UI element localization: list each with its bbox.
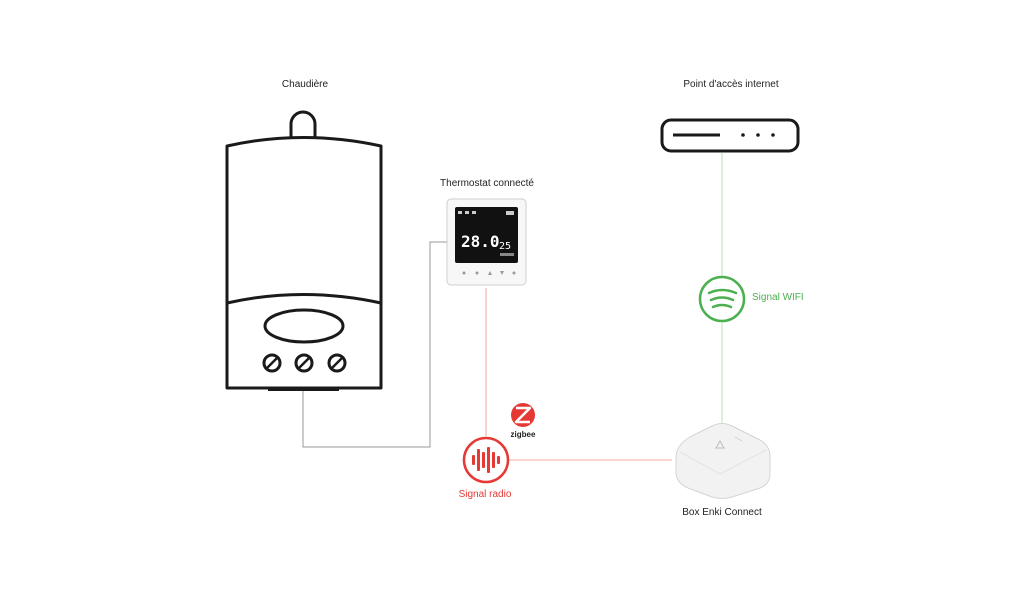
- thermostat-screen-temp: 28.0: [461, 232, 500, 251]
- zigbee-label: zigbee: [511, 430, 536, 439]
- router-icon: [660, 118, 800, 153]
- wifi-icon: [698, 275, 746, 323]
- hub-box-icon: [675, 423, 771, 499]
- radio-label: Signal radio: [458, 489, 512, 500]
- wifi-label: Signal WIFI: [752, 292, 804, 303]
- thermostat-screen-temp-secondary: 25: [499, 241, 511, 252]
- router-label: Point d'accès internet: [683, 79, 779, 90]
- box-label: Box Enki Connect: [682, 507, 762, 518]
- thermostat-label: Thermostat connecté: [440, 178, 534, 189]
- boiler-label: Chaudière: [281, 79, 329, 90]
- zigbee-logo-icon: zigbee: [511, 403, 536, 439]
- radio-signal-icon: [462, 436, 510, 484]
- boiler-icon: [225, 110, 383, 391]
- boiler-thermostat-wire: [302, 241, 447, 448]
- thermostat-icon: 28.0 25: [446, 198, 527, 286]
